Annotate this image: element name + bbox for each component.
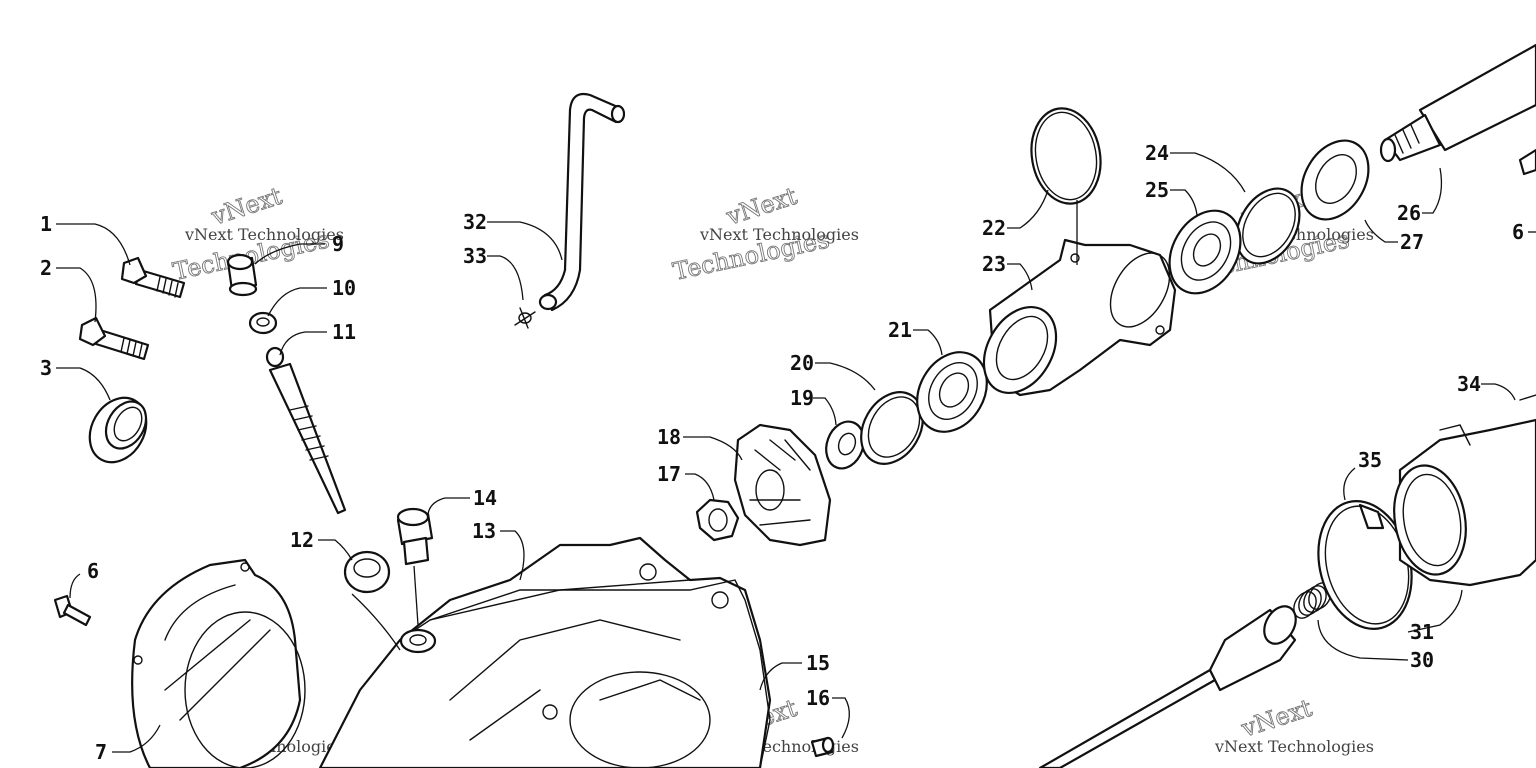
callout-10: 10 xyxy=(332,276,356,300)
callout-35: 35 xyxy=(1358,448,1382,472)
part-20-snap-ring xyxy=(860,391,924,465)
part-6-small-bolt xyxy=(53,594,92,627)
callout-2: 2 xyxy=(40,256,52,280)
part-18-bevel-gear xyxy=(733,423,832,547)
callout-6-left: 6 xyxy=(87,559,99,583)
part-27-bearing xyxy=(1300,139,1370,221)
part-26-drive-shaft xyxy=(1379,43,1536,163)
part-17-nut xyxy=(695,498,740,542)
callout-21: 21 xyxy=(888,318,912,342)
callout-labels: 1 2 3 6 6 7 9 10 11 12 13 14 15 16 17 18… xyxy=(40,141,1524,764)
callout-26: 26 xyxy=(1397,201,1421,225)
part-9-vent-fitting xyxy=(226,253,258,297)
callout-33: 33 xyxy=(463,244,487,268)
callout-24: 24 xyxy=(1145,141,1169,165)
callout-7: 7 xyxy=(95,740,107,764)
part-33-hose-clip xyxy=(514,307,536,329)
callout-11: 11 xyxy=(332,320,356,344)
part-14-drain-plug xyxy=(396,507,434,566)
callout-1: 1 xyxy=(40,212,52,236)
callout-13: 13 xyxy=(472,519,496,543)
part-7-cover xyxy=(131,558,306,768)
part-1-flange-bolt xyxy=(120,256,186,299)
callout-25: 25 xyxy=(1145,178,1169,202)
part-15-gasket xyxy=(429,579,771,768)
part-11-shaft xyxy=(265,346,347,515)
part-lower-axle xyxy=(1038,605,1297,768)
watermark-text-6: vNext Technologies xyxy=(1214,737,1374,756)
part-23-bearing-housing xyxy=(982,238,1177,397)
callout-3: 3 xyxy=(40,356,52,380)
callout-27: 27 xyxy=(1400,230,1424,254)
part-32-hose xyxy=(538,92,626,312)
part-10-washer xyxy=(248,311,278,335)
part-22-o-ring xyxy=(1030,107,1102,205)
callout-34: 34 xyxy=(1457,372,1481,396)
callout-31: 31 xyxy=(1410,620,1434,644)
part-12-seal xyxy=(343,550,391,594)
leader-lines xyxy=(56,152,1536,753)
part-2-bolt xyxy=(78,316,150,361)
part-24-snap-ring xyxy=(1235,187,1301,265)
callout-19: 19 xyxy=(790,386,814,410)
callout-15: 15 xyxy=(806,651,830,675)
callout-18: 18 xyxy=(657,425,681,449)
callout-17: 17 xyxy=(657,462,681,486)
part-13-gear-housing xyxy=(318,536,772,768)
part-25-bearing xyxy=(1168,209,1242,295)
part-19-washer xyxy=(825,420,865,470)
watermark-big-2: vNext xyxy=(722,182,800,231)
watermark-big-6: vNext xyxy=(1237,694,1315,743)
callout-32: 32 xyxy=(463,210,487,234)
callout-12: 12 xyxy=(290,528,314,552)
part-21-bearing xyxy=(916,351,988,433)
part-6-right-bolt xyxy=(1518,148,1536,176)
callout-22: 22 xyxy=(982,216,1006,240)
watermark-big-1: vNext xyxy=(207,182,285,231)
part-3-oil-seal xyxy=(88,396,148,464)
part-16-dowel-pin xyxy=(810,736,835,758)
callout-9: 9 xyxy=(332,232,344,256)
callout-20: 20 xyxy=(790,351,814,375)
part-34-boot xyxy=(1393,394,1536,587)
watermark-text-2: vNext Technologies xyxy=(699,225,859,244)
watermark-text-1: vNext Technologies xyxy=(184,225,344,244)
callout-16: 16 xyxy=(806,686,830,710)
callout-14: 14 xyxy=(473,486,497,510)
callout-6-right: 6 xyxy=(1512,220,1524,244)
callout-30: 30 xyxy=(1410,648,1434,672)
callout-23: 23 xyxy=(982,252,1006,276)
